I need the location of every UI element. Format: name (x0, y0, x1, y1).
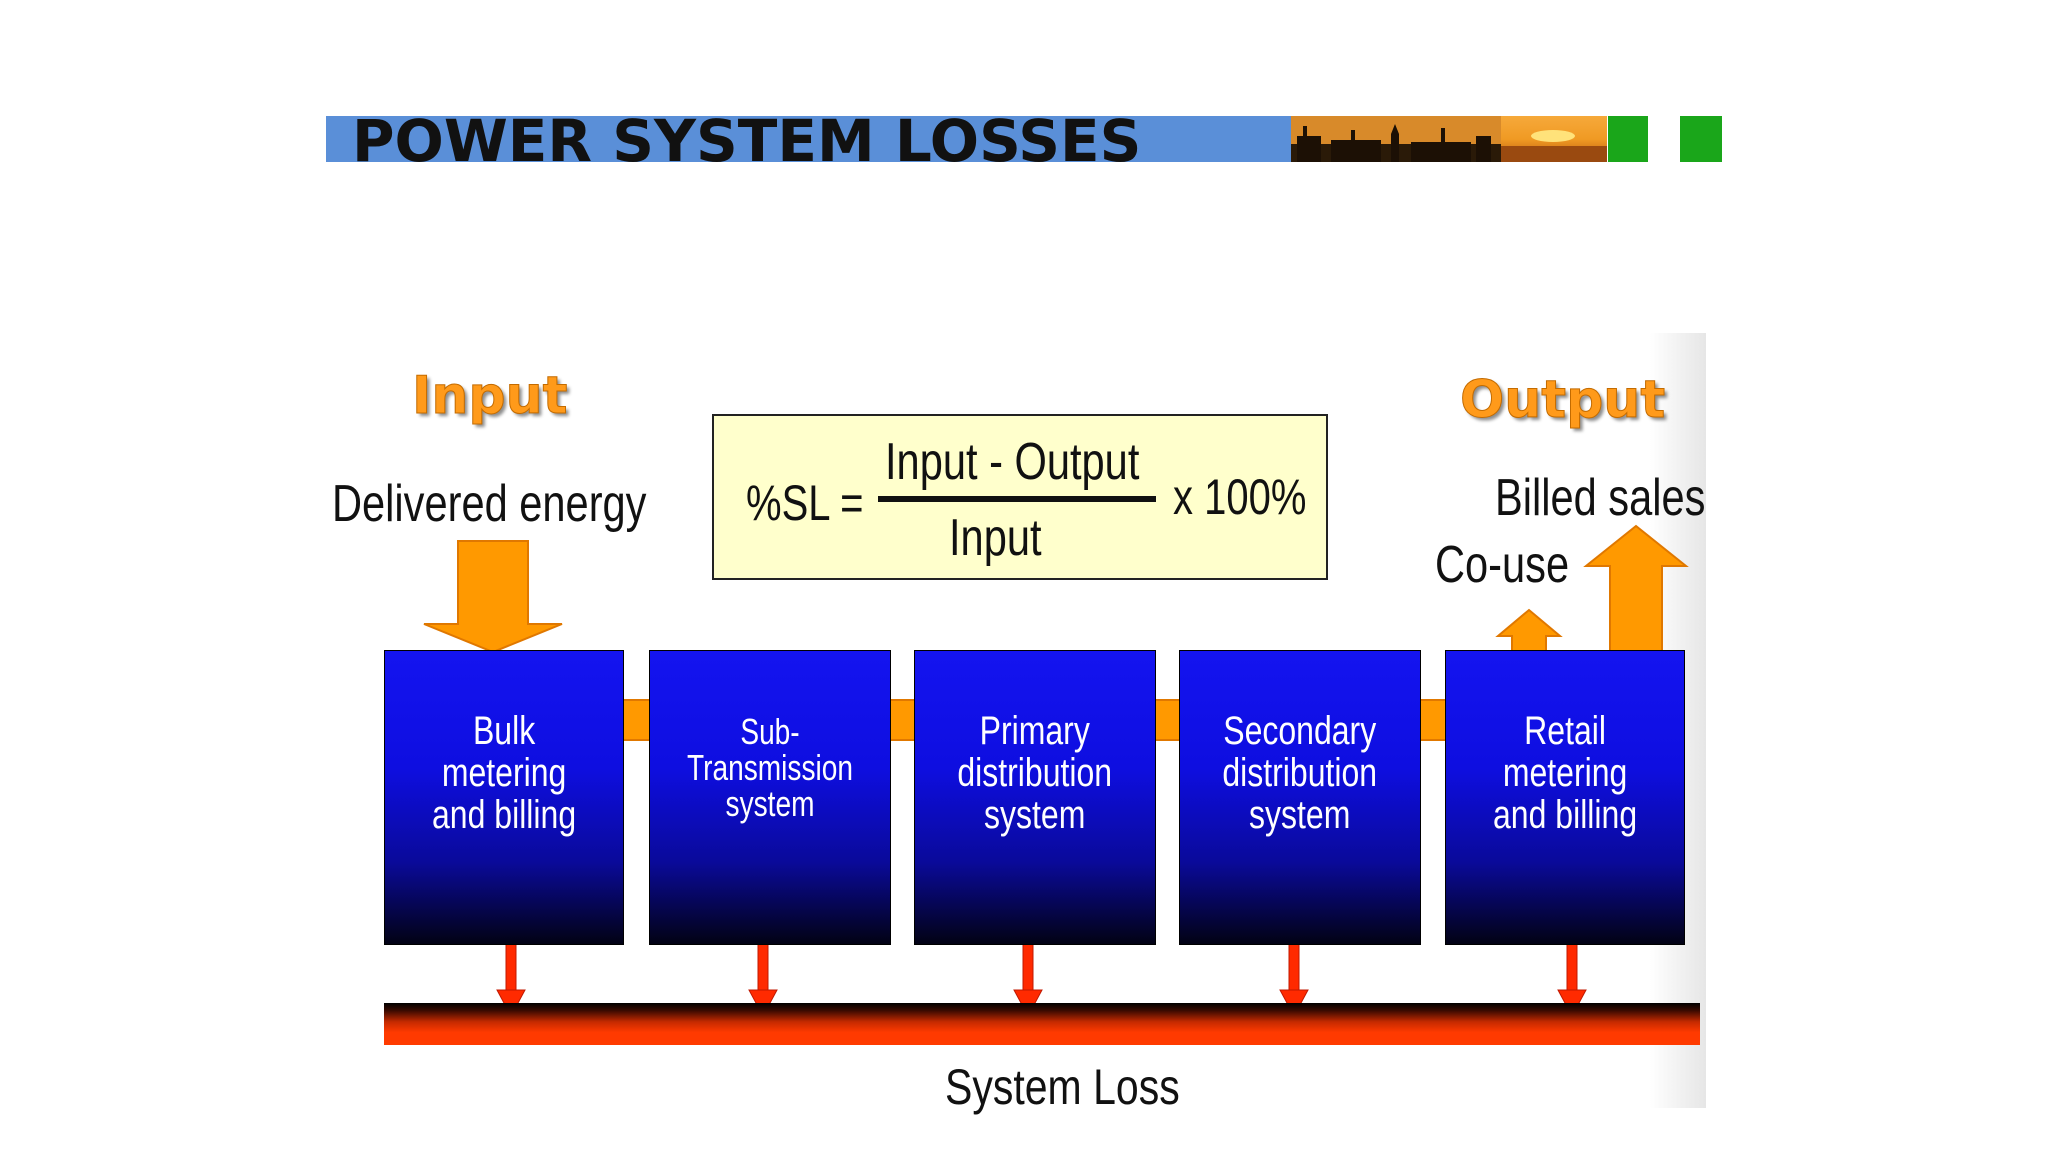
output-title: Output (1459, 370, 1666, 431)
input-title: Input (411, 366, 568, 427)
stage-secondary-distribution: Secondary distribution system (1179, 650, 1421, 945)
billed-sales-label: Billed sales (1495, 469, 1706, 527)
stage-bulk-metering: Bulk metering and billing (384, 650, 624, 945)
formula-fraction-line (878, 496, 1156, 502)
delivered-energy-label: Delivered energy (332, 475, 647, 533)
formula-numerator: Input - Output (885, 433, 1140, 491)
system-loss-label: System Loss (945, 1059, 1180, 1115)
stage-primary-distribution: Primary distribution system (914, 650, 1156, 945)
green-square-2 (1680, 116, 1722, 162)
stage-retail-metering: Retail metering and billing (1445, 650, 1685, 945)
stage-label: Secondary distribution system (1222, 708, 1378, 837)
formula-lhs: %SL = (746, 475, 864, 531)
stage-label: Retail metering and billing (1492, 708, 1638, 837)
input-arrow (423, 540, 563, 654)
stage-label: Sub-Transmission system (687, 710, 853, 824)
stage-label: Primary distribution system (957, 708, 1113, 837)
formula-rhs: x 100% (1173, 469, 1307, 525)
stage-sub-transmission: Sub-Transmission system (649, 650, 891, 945)
formula-denominator: Input (949, 509, 1042, 567)
co-use-label: Co-use (1435, 536, 1570, 594)
green-square-1 (1608, 116, 1648, 162)
header-photo-strip (1291, 116, 1607, 162)
stage-label: Bulk metering and billing (431, 708, 577, 837)
title-bar (326, 116, 1291, 162)
header-photo-image (1291, 116, 1607, 162)
system-loss-bar (384, 1003, 1700, 1045)
slide-title: POWER SYSTEM LOSSES (352, 107, 1142, 175)
